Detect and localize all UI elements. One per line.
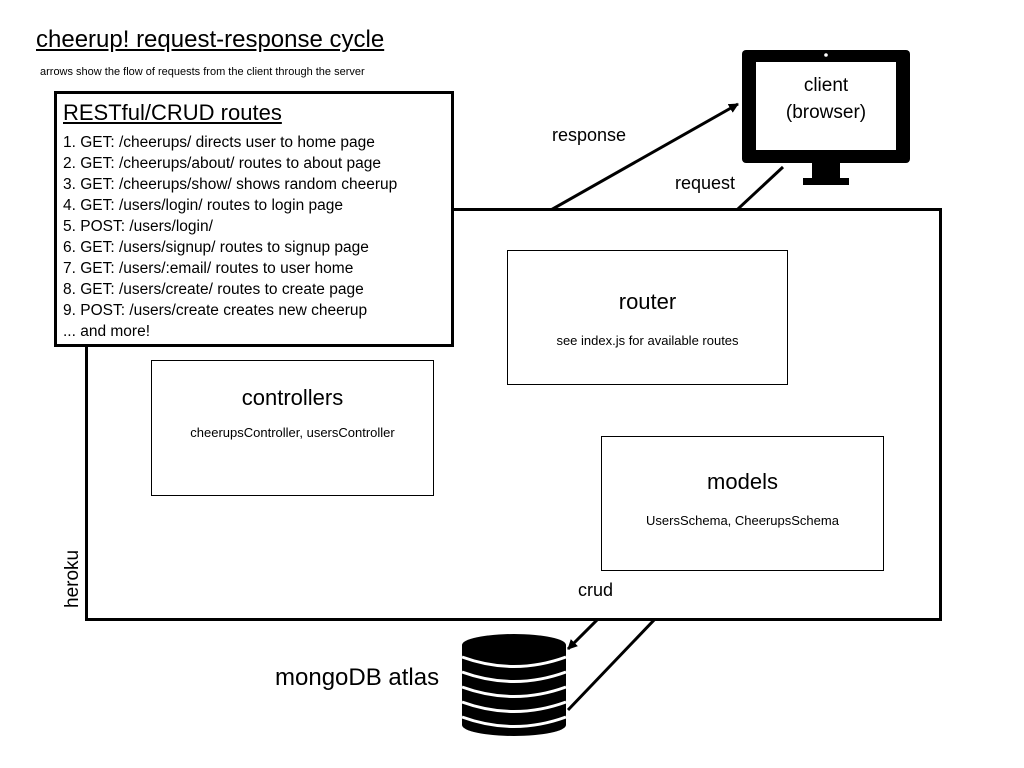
models-subtitle: UsersSchema, CheerupsSchema xyxy=(646,513,839,528)
routes-panel: RESTful/CRUD routes 1. GET: /cheerups/ d… xyxy=(54,91,454,347)
diagram-title: cheerup! request-response cycle xyxy=(36,26,385,53)
controllers-box: controllers cheerupsController, usersCon… xyxy=(151,360,434,496)
router-box: router see index.js for available routes xyxy=(507,250,788,385)
request-label: request xyxy=(675,173,736,193)
route-item: 3. GET: /cheerups/show/ shows random che… xyxy=(63,176,398,193)
route-item: 6. GET: /users/signup/ routes to signup … xyxy=(63,239,369,256)
response-label: response xyxy=(552,125,627,145)
client-label: client (browser) xyxy=(770,72,882,126)
routes-list: 1. GET: /cheerups/ directs user to home … xyxy=(63,132,397,342)
route-item: 1. GET: /cheerups/ directs user to home … xyxy=(63,134,375,151)
route-item: 2. GET: /cheerups/about/ routes to about… xyxy=(63,155,381,172)
client-label-line2: (browser) xyxy=(785,102,867,123)
router-title: router xyxy=(618,289,677,314)
models-title: models xyxy=(707,469,778,494)
database-icon xyxy=(461,634,567,736)
diagram-subtitle: arrows show the flow of requests from th… xyxy=(40,66,365,78)
models-box: models UsersSchema, CheerupsSchema xyxy=(601,436,884,571)
client-label-line1: client xyxy=(803,75,849,96)
route-item: 7. GET: /users/:email/ routes to user ho… xyxy=(63,260,354,277)
route-item: 5. POST: /users/login/ xyxy=(63,218,213,235)
route-item: ... and more! xyxy=(63,323,151,340)
route-item: 9. POST: /users/create creates new cheer… xyxy=(63,302,368,319)
monitor-icon xyxy=(742,50,910,185)
database-label: mongoDB atlas xyxy=(275,664,440,691)
heroku-label: heroku xyxy=(62,549,83,608)
crud-label: crud xyxy=(578,580,614,600)
controllers-title: controllers xyxy=(241,385,344,410)
route-item: 8. GET: /users/create/ routes to create … xyxy=(63,281,364,298)
route-item: 4. GET: /users/login/ routes to login pa… xyxy=(63,197,344,214)
routes-title: RESTful/CRUD routes xyxy=(63,100,282,125)
controllers-subtitle: cheerupsController, usersController xyxy=(190,425,395,440)
router-subtitle: see index.js for available routes xyxy=(556,333,739,348)
